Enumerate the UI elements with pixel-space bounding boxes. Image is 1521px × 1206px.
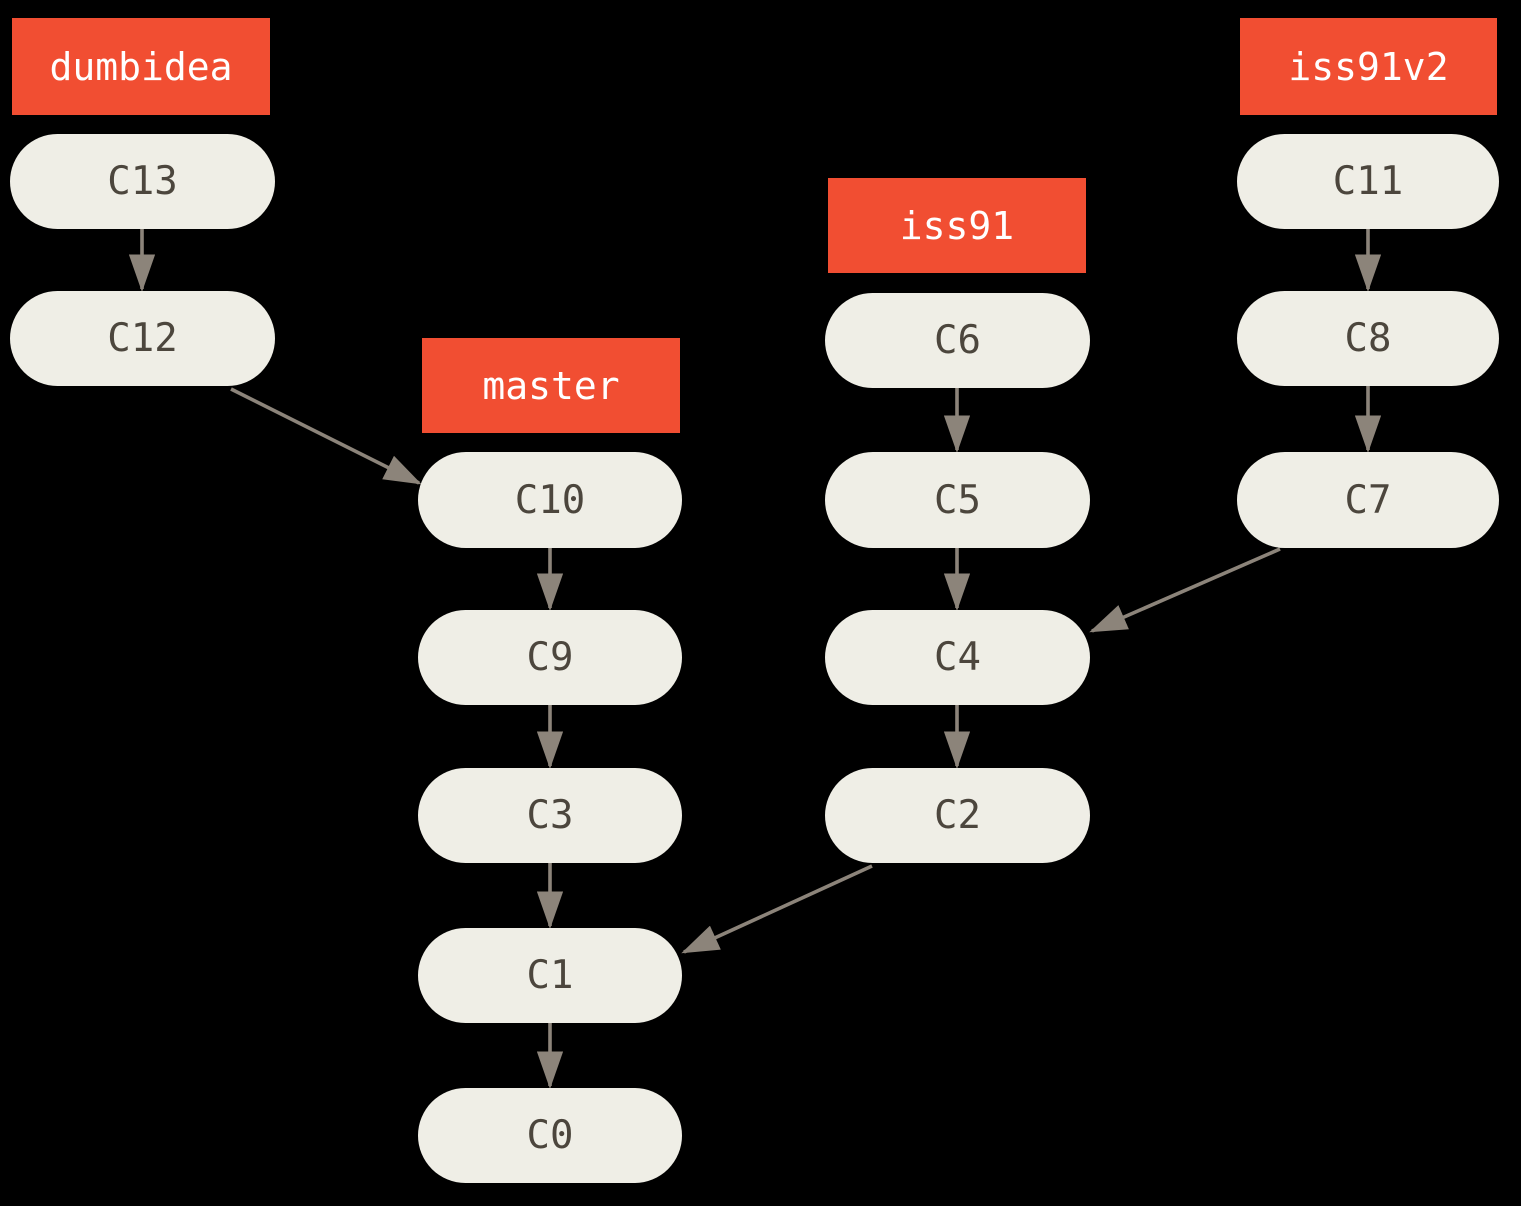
commit-node-c10: C10 <box>418 452 682 548</box>
branch-label-master: master <box>422 338 680 433</box>
commit-node-c8: C8 <box>1237 291 1499 386</box>
commit-node-c11: C11 <box>1237 134 1499 229</box>
commit-node-c5: C5 <box>825 452 1090 548</box>
commit-node-c0: C0 <box>418 1088 682 1183</box>
commit-node-c9: C9 <box>418 610 682 705</box>
commit-node-c12: C12 <box>10 291 275 386</box>
branch-label-iss91: iss91 <box>828 178 1086 273</box>
edge-C12-to-C10 <box>230 387 422 485</box>
commit-node-c13: C13 <box>10 134 275 229</box>
edge-C7-to-C4 <box>1089 547 1281 633</box>
edges-group <box>128 229 1382 1090</box>
commit-node-c7: C7 <box>1237 452 1499 548</box>
branch-label-iss91v2: iss91v2 <box>1240 18 1497 115</box>
commit-node-c3: C3 <box>418 768 682 863</box>
commit-node-c1: C1 <box>418 928 682 1023</box>
commit-node-c6: C6 <box>825 293 1090 388</box>
commit-node-c4: C4 <box>825 610 1090 705</box>
edge-C2-to-C1 <box>681 864 873 954</box>
branch-label-dumbidea: dumbidea <box>12 18 270 115</box>
commit-node-c2: C2 <box>825 768 1090 863</box>
